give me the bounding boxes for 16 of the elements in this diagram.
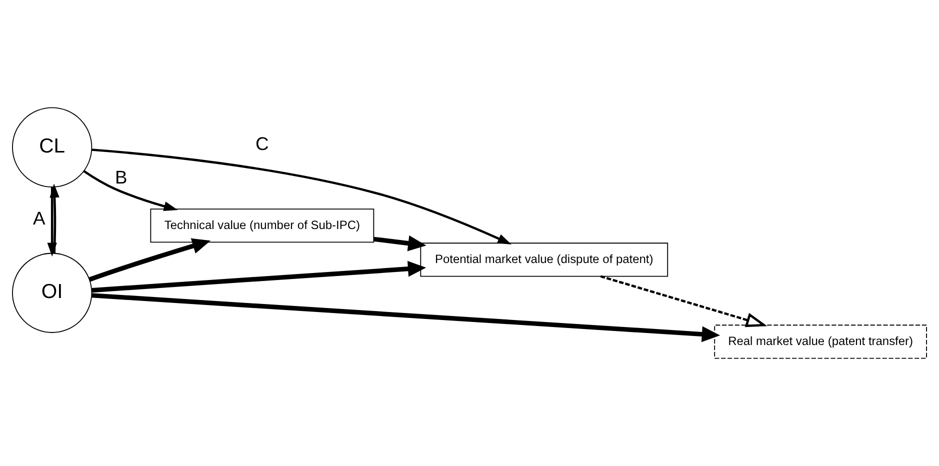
node-box: Technical value (number of Sub-IPC) [150,208,374,243]
edge-label: C [256,133,269,154]
node-circle: CL [12,107,92,188]
node-box: Real market value (patent transfer) [714,324,927,359]
arrow [92,293,720,342]
arrow [47,187,57,257]
arrow [88,238,211,282]
arrow [92,148,512,244]
arrow [600,275,768,328]
arrow [83,170,178,211]
node-box: Potential market value (dispute of patent) [420,242,668,277]
arrow [374,235,426,252]
edge-label: B [115,166,128,188]
edge-label: A [33,208,46,229]
arrow [92,260,426,293]
node-circle: OI [12,252,92,333]
